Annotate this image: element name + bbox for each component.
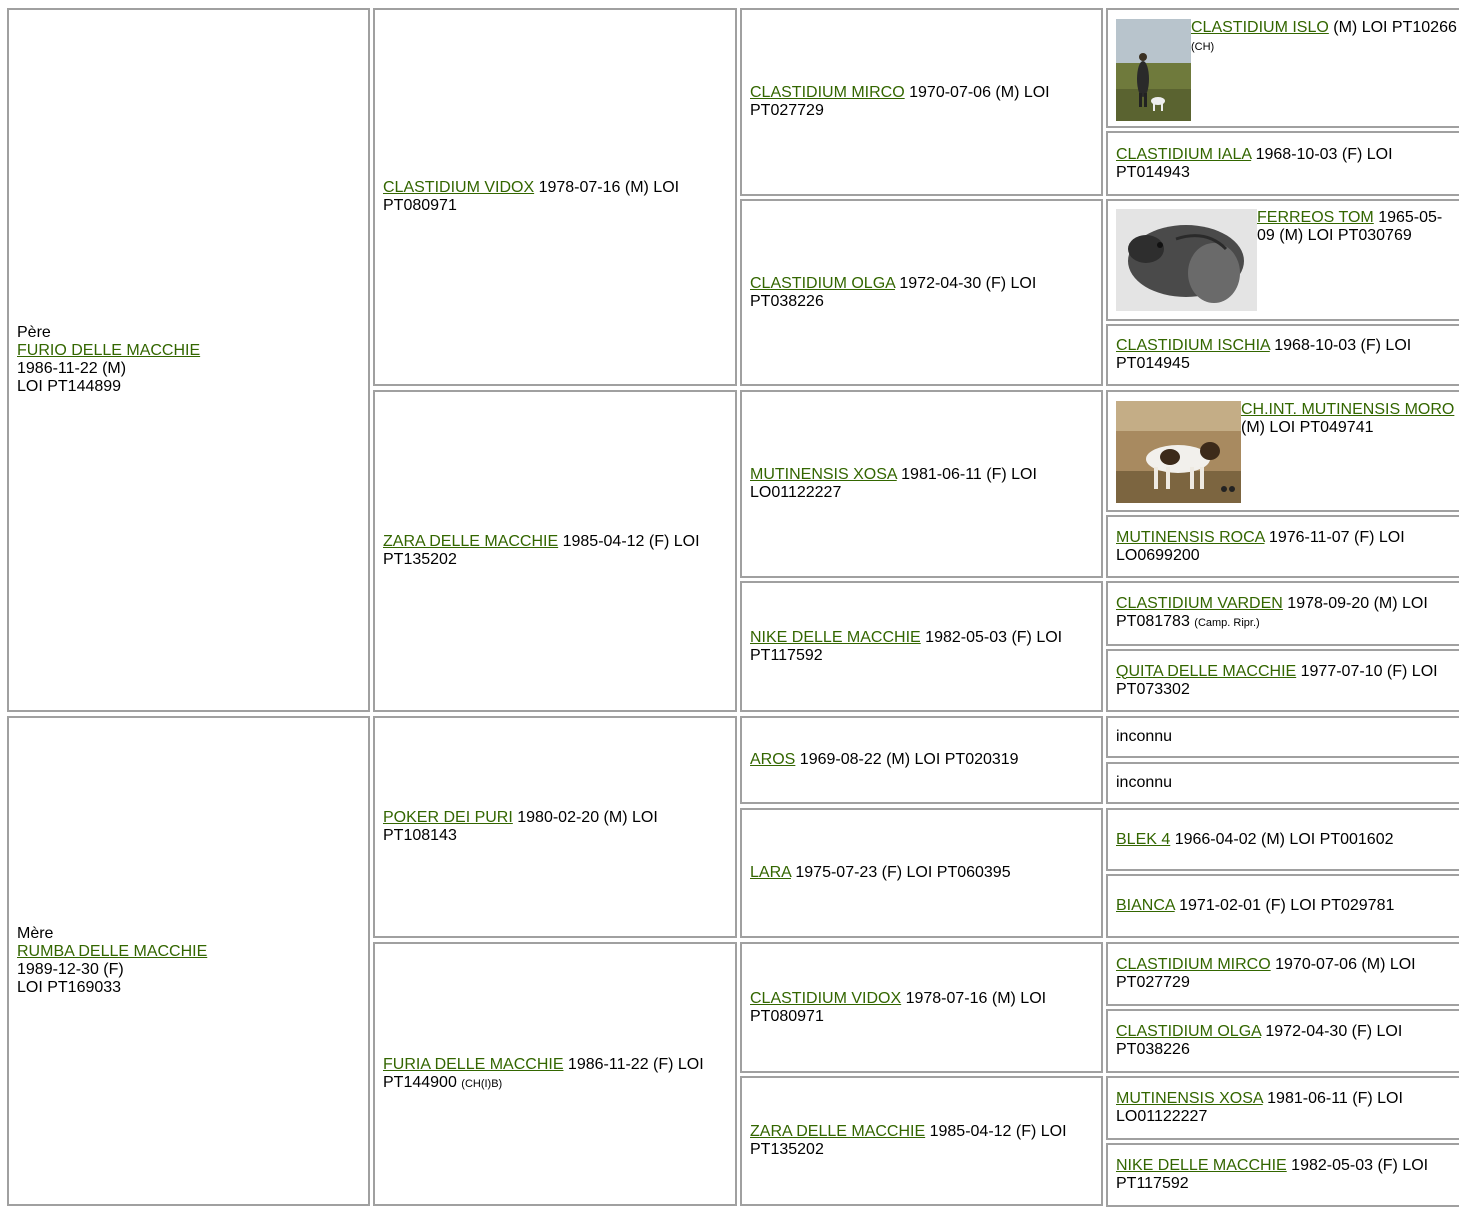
- dog-name-link[interactable]: FURIA DELLE MACCHIE: [383, 1055, 564, 1073]
- dog-name-link[interactable]: MUTINENSIS ROCA: [1116, 528, 1265, 546]
- sire-cell: Père FURIO DELLE MACCHIE 1986-11-22 (M) …: [7, 8, 370, 712]
- dog-info: 1971-02-01 (F) LOI PT029781: [1174, 897, 1395, 914]
- gen4-cell: CLASTIDIUM ISCHIA 1968-10-03 (F) LOI PT0…: [1106, 324, 1459, 386]
- dam-role-label: Mère: [17, 925, 54, 942]
- dog-info: 1977-07-10 (F) LOI PT073302: [1116, 662, 1438, 698]
- gen3-cell: CLASTIDIUM MIRCO 1970-07-06 (M) LOI PT02…: [740, 8, 1103, 196]
- dog-name-link[interactable]: BIANCA: [1116, 897, 1175, 914]
- gen3-cell: MUTINENSIS XOSA 1981-06-11 (F) LOI LO011…: [740, 390, 1103, 578]
- gen3-cell: NIKE DELLE MACCHIE 1982-05-03 (F) LOI PT…: [740, 581, 1103, 712]
- title-note: (CH): [1191, 41, 1215, 53]
- gen4-cell: NIKE DELLE MACCHIE 1982-05-03 (F) LOI PT…: [1106, 1143, 1459, 1207]
- sire-role-label: Père: [17, 324, 51, 341]
- gen2-cell: POKER DEI PURI 1980-02-20 (M) LOI PT1081…: [373, 716, 737, 938]
- dog-name-link[interactable]: CLASTIDIUM IALA: [1116, 145, 1252, 163]
- dog-name-link[interactable]: POKER DEI PURI: [383, 809, 513, 826]
- dog-name-link[interactable]: CLASTIDIUM VIDOX: [750, 989, 902, 1007]
- dog-info: 1965-05-09 (M) LOI PT030769: [1257, 209, 1443, 244]
- gen4-cell: CH.INT. MUTINENSIS MORO (M) LOI PT049741: [1106, 390, 1459, 512]
- sire-dob: 1986-11-22 (M): [17, 360, 127, 377]
- gen4-cell: BLEK 4 1966-04-02 (M) LOI PT001602: [1106, 808, 1459, 871]
- dog-name-link[interactable]: ZARA DELLE MACCHIE: [383, 533, 559, 550]
- dog-info: 1972-04-30 (F) LOI PT038226: [1116, 1023, 1403, 1058]
- dog-name-link[interactable]: MUTINENSIS XOSA: [750, 466, 897, 483]
- dog-info: 1980-02-20 (M) LOI PT108143: [383, 809, 658, 844]
- dog-name-link[interactable]: AROS: [750, 751, 796, 768]
- dog-info: 1968-10-03 (F) LOI PT014945: [1116, 337, 1412, 372]
- unknown-label: inconnu: [1116, 774, 1173, 791]
- gen2-cell: ZARA DELLE MACCHIE 1985-04-12 (F) LOI PT…: [373, 390, 737, 712]
- dog-name-link[interactable]: CLASTIDIUM ISCHIA: [1116, 337, 1270, 354]
- hunter-with-dog-photo: [1116, 19, 1191, 121]
- dog-info: 1969-08-22 (M) LOI PT020319: [795, 751, 1019, 768]
- gen4-cell: CLASTIDIUM OLGA 1972-04-30 (F) LOI PT038…: [1106, 1009, 1459, 1073]
- gen4-cell: BIANCA 1971-02-01 (F) LOI PT029781: [1106, 874, 1459, 938]
- gen2-cell: CLASTIDIUM VIDOX 1978-07-16 (M) LOI PT08…: [373, 8, 737, 386]
- gen4-cell: MUTINENSIS ROCA 1976-11-07 (F) LOI LO069…: [1106, 515, 1459, 578]
- dam-cell: Mère RUMBA DELLE MACCHIE 1989-12-30 (F) …: [7, 716, 370, 1206]
- dog-name-link[interactable]: CLASTIDIUM VARDEN: [1116, 595, 1283, 612]
- dog-name-link[interactable]: CLASTIDIUM OLGA: [1116, 1023, 1261, 1040]
- dog-info: 1985-04-12 (F) LOI PT135202: [383, 533, 700, 568]
- gen4-cell: CLASTIDIUM MIRCO 1970-07-06 (M) LOI PT02…: [1106, 942, 1459, 1006]
- dam-registration: LOI PT169033: [17, 979, 122, 996]
- dog-info: 1982-05-03 (F) LOI PT117592: [750, 628, 1063, 664]
- gen2-cell: FURIA DELLE MACCHIE 1986-11-22 (F) LOI P…: [373, 942, 737, 1206]
- dog-name-link[interactable]: CLASTIDIUM ISLO: [1191, 19, 1329, 36]
- dog-info: 1970-07-06 (M) LOI PT027729: [750, 84, 1050, 119]
- gen4-cell: inconnu: [1106, 762, 1459, 804]
- dog-name-link[interactable]: CLASTIDIUM MIRCO: [1116, 956, 1271, 973]
- gen3-cell: AROS 1969-08-22 (M) LOI PT020319: [740, 716, 1103, 804]
- dog-name-link[interactable]: ZARA DELLE MACCHIE: [750, 1123, 926, 1140]
- dog-info: 1966-04-02 (M) LOI PT001602: [1170, 830, 1394, 848]
- dog-head-bw-photo: [1116, 209, 1257, 311]
- dog-name-link[interactable]: CLASTIDIUM OLGA: [750, 274, 895, 292]
- gen3-cell: CLASTIDIUM OLGA 1972-04-30 (F) LOI PT038…: [740, 199, 1103, 386]
- dog-info: 1972-04-30 (F) LOI PT038226: [750, 274, 1037, 310]
- gen4-cell: CLASTIDIUM IALA 1968-10-03 (F) LOI PT014…: [1106, 131, 1459, 196]
- dog-info: 1981-06-11 (F) LOI LO01122227: [750, 466, 1037, 501]
- dog-name-link[interactable]: NIKE DELLE MACCHIE: [1116, 1157, 1287, 1174]
- dog-info: 1978-09-20 (M) LOI PT081783: [1116, 595, 1428, 630]
- pointer-in-field-photo: [1116, 401, 1241, 503]
- dog-info: 1968-10-03 (F) LOI PT014943: [1116, 145, 1393, 181]
- dog-name-link[interactable]: MUTINENSIS XOSA: [1116, 1090, 1263, 1107]
- dog-info: (M) LOI PT10266: [1328, 19, 1457, 36]
- unknown-label: inconnu: [1116, 728, 1173, 745]
- gen4-cell: CLASTIDIUM VARDEN 1978-09-20 (M) LOI PT0…: [1106, 581, 1459, 646]
- dog-name-link[interactable]: QUITA DELLE MACCHIE: [1116, 662, 1297, 680]
- sire-name-link[interactable]: FURIO DELLE MACCHIE: [17, 342, 201, 359]
- dog-name-link[interactable]: LARA: [750, 864, 791, 881]
- dog-name-link[interactable]: CLASTIDIUM VIDOX: [383, 179, 535, 196]
- dog-info: (M) LOI PT049741: [1241, 419, 1374, 436]
- dog-info: 1976-11-07 (F) LOI LO0699200: [1116, 528, 1405, 564]
- gen3-cell: CLASTIDIUM VIDOX 1978-07-16 (M) LOI PT08…: [740, 942, 1103, 1073]
- title-note: (CH(I)B): [461, 1077, 503, 1090]
- dog-name-link[interactable]: CH.INT. MUTINENSIS MORO: [1241, 401, 1455, 418]
- gen3-cell: LARA 1975-07-23 (F) LOI PT060395: [740, 808, 1103, 938]
- dam-dob: 1989-12-30 (F): [17, 961, 124, 978]
- sire-registration: LOI PT144899: [17, 378, 122, 395]
- gen4-cell: QUITA DELLE MACCHIE 1977-07-10 (F) LOI P…: [1106, 649, 1459, 712]
- gen4-cell: inconnu: [1106, 716, 1459, 758]
- dog-name-link[interactable]: BLEK 4: [1116, 830, 1171, 848]
- title-note: (Camp. Ripr.): [1194, 617, 1260, 629]
- dog-name-link[interactable]: CLASTIDIUM MIRCO: [750, 84, 905, 101]
- dog-info: 1982-05-03 (F) LOI PT117592: [1116, 1157, 1429, 1192]
- dog-info: 1978-07-16 (M) LOI PT080971: [383, 179, 680, 214]
- dog-info: 1975-07-23 (F) LOI PT060395: [790, 864, 1011, 881]
- dam-name-link[interactable]: RUMBA DELLE MACCHIE: [17, 943, 208, 960]
- dog-info: 1986-11-22 (F) LOI PT144900: [383, 1055, 704, 1091]
- dog-name-link[interactable]: NIKE DELLE MACCHIE: [750, 628, 921, 646]
- dog-name-link[interactable]: FERREOS TOM: [1257, 209, 1374, 226]
- dog-info: 1985-04-12 (F) LOI PT135202: [750, 1123, 1067, 1158]
- dog-info: 1981-06-11 (F) LOI LO01122227: [1116, 1090, 1403, 1125]
- dog-info: 1978-07-16 (M) LOI PT080971: [750, 989, 1047, 1025]
- gen4-cell: FERREOS TOM 1965-05-09 (M) LOI PT030769: [1106, 199, 1459, 321]
- dog-info: 1970-07-06 (M) LOI PT027729: [1116, 956, 1416, 991]
- gen3-cell: ZARA DELLE MACCHIE 1985-04-12 (F) LOI PT…: [740, 1076, 1103, 1206]
- gen4-cell: MUTINENSIS XOSA 1981-06-11 (F) LOI LO011…: [1106, 1076, 1459, 1140]
- gen4-cell: CLASTIDIUM ISLO (M) LOI PT10266 (CH): [1106, 8, 1459, 128]
